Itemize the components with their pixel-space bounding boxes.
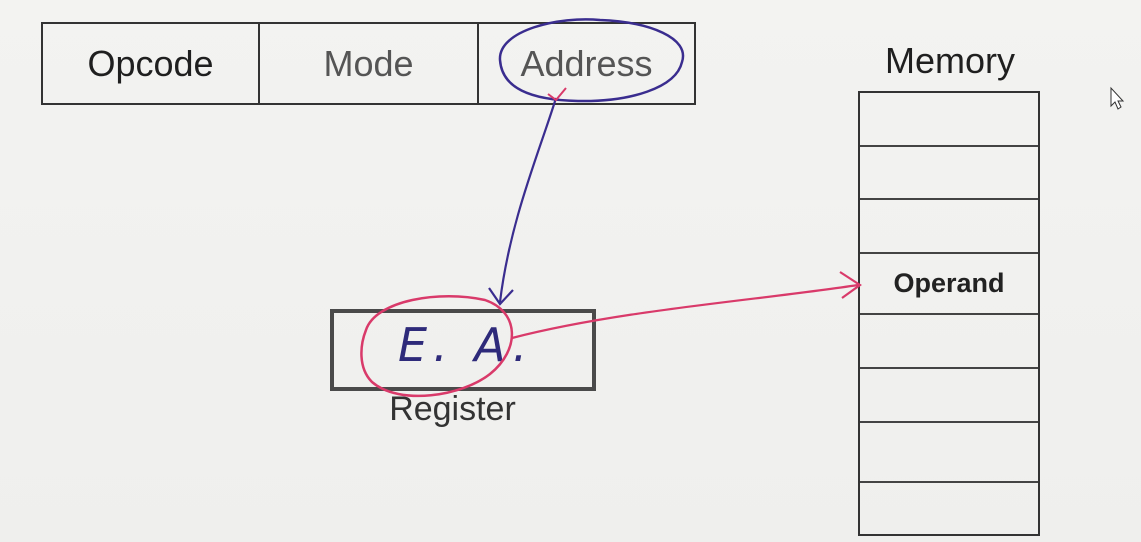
memory-cell <box>860 315 1038 369</box>
memory-cell-operand: Operand <box>860 254 1038 315</box>
memory-cell <box>860 200 1038 254</box>
arrowhead-icon <box>839 271 862 299</box>
memory-cell <box>860 423 1038 483</box>
memory-cell <box>860 483 1038 534</box>
memory-title: Memory <box>884 40 1015 81</box>
memory-cell <box>860 369 1038 423</box>
arrowhead-icon <box>488 287 514 306</box>
register-label: Register <box>389 390 516 428</box>
memory-block: Operand <box>858 91 1040 536</box>
instruction-format: Opcode Mode Address <box>41 22 696 105</box>
cursor-icon <box>1110 86 1125 110</box>
address-field: Address <box>520 42 653 84</box>
opcode-field: Opcode <box>43 24 260 103</box>
mode-field: Mode <box>260 24 479 103</box>
memory-cell <box>860 147 1038 200</box>
address-to-register-arrow <box>498 97 558 303</box>
effective-address-text: E. A. <box>398 318 534 372</box>
memory-cell <box>860 93 1038 147</box>
